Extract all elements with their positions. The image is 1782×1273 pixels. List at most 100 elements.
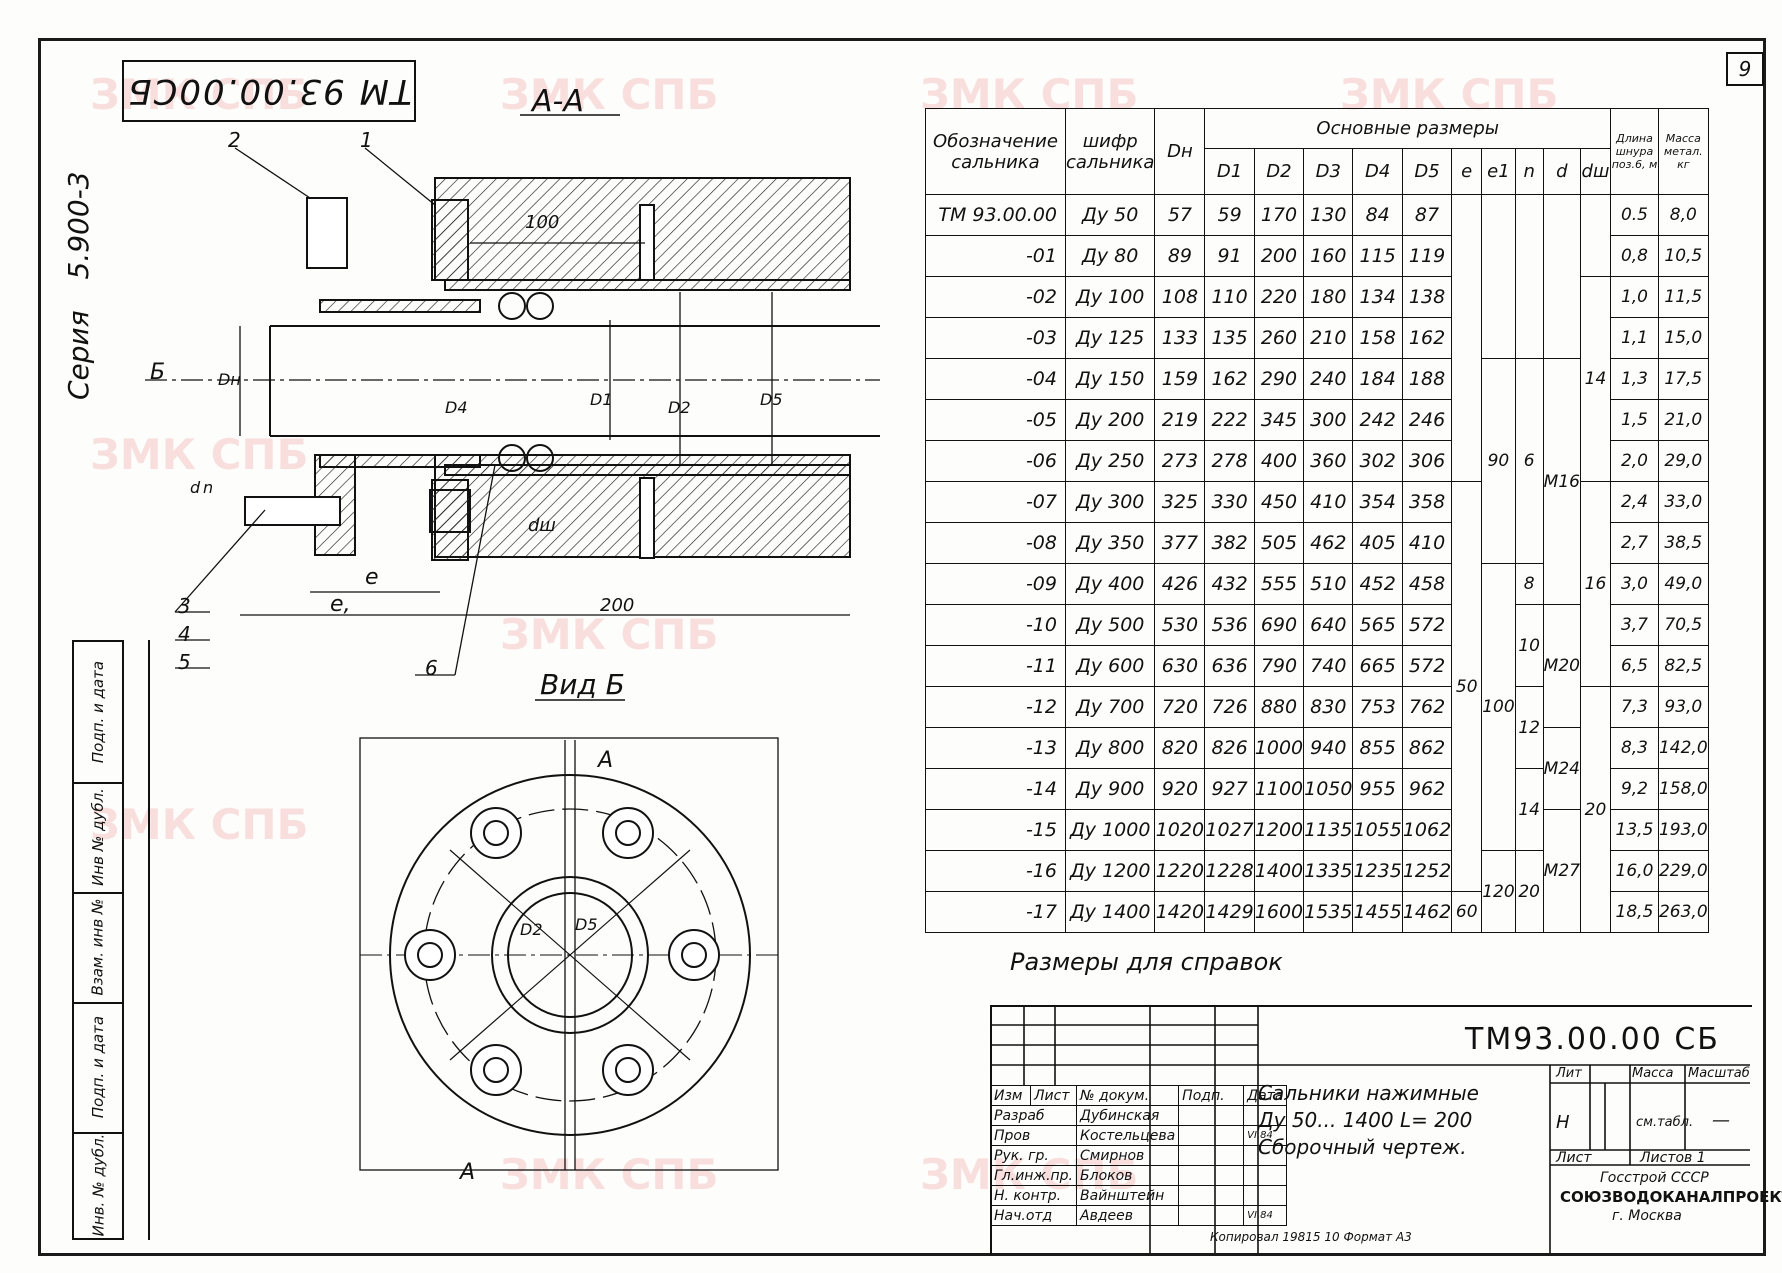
lit-value: Н bbox=[1556, 1112, 1570, 1133]
sheet-number: 9 bbox=[1726, 52, 1764, 86]
signature-row: Гл.инж.пр.Блоков bbox=[989, 1165, 1288, 1186]
cell-designation: -16 bbox=[925, 850, 1066, 892]
cell-designation: -07 bbox=[925, 481, 1066, 523]
table-cell: 89 bbox=[1154, 235, 1206, 277]
sig-date bbox=[1243, 1165, 1288, 1186]
table-cell: 820 bbox=[1154, 727, 1206, 769]
header-e: e bbox=[1451, 148, 1483, 195]
table-cell: 690 bbox=[1253, 604, 1305, 646]
callout-4: 4 bbox=[178, 622, 191, 646]
table-cell: 450 bbox=[1253, 481, 1305, 523]
table-cell: 1235 bbox=[1352, 850, 1403, 892]
view-label: Вид Б bbox=[540, 668, 625, 701]
cell-mass: 29,0 bbox=[1657, 440, 1709, 482]
merged-cell-n: 10 bbox=[1514, 604, 1544, 687]
cell-mass: 70,5 bbox=[1657, 604, 1709, 646]
cell-designation: -17 bbox=[925, 891, 1066, 933]
table-cell: 210 bbox=[1303, 317, 1354, 359]
callout-1: 1 bbox=[360, 128, 373, 152]
sig-signature bbox=[1178, 1105, 1245, 1126]
cell-mass: 93,0 bbox=[1657, 686, 1709, 728]
table-cell: 510 bbox=[1303, 563, 1354, 605]
cell-length: 0.5 bbox=[1609, 194, 1659, 236]
table-cell: 1455 bbox=[1352, 891, 1403, 933]
section-mark-a-top: A bbox=[598, 748, 614, 773]
sig-header: Подп. bbox=[1178, 1085, 1245, 1106]
dim-e1: e, bbox=[330, 592, 351, 617]
header-dn: Dн bbox=[1154, 108, 1206, 195]
table-cell: 242 bbox=[1352, 399, 1403, 441]
table-cell: 962 bbox=[1401, 768, 1453, 810]
cell-mass: 8,0 bbox=[1657, 194, 1709, 236]
cell-length: 1,5 bbox=[1609, 399, 1659, 441]
table-cell: 1050 bbox=[1303, 768, 1354, 810]
header-d3: D3 bbox=[1303, 148, 1354, 195]
table-cell: 240 bbox=[1303, 358, 1354, 400]
table-cell: 278 bbox=[1204, 440, 1255, 482]
table-cell: 302 bbox=[1352, 440, 1403, 482]
table-cell: 87 bbox=[1401, 194, 1453, 236]
cell-designation: -12 bbox=[925, 686, 1066, 728]
title-text: Сальники нажимные Ду 50... 1400 L= 200 С… bbox=[1258, 1080, 1479, 1161]
cell-designation: -01 bbox=[925, 235, 1066, 277]
sheet-label: Лист bbox=[1556, 1150, 1592, 1166]
header-dsh: dш bbox=[1579, 148, 1611, 195]
merged-cell-e bbox=[1451, 194, 1483, 482]
header-d2: D2 bbox=[1253, 148, 1305, 195]
table-cell: 565 bbox=[1352, 604, 1403, 646]
table-cell: 135 bbox=[1204, 317, 1255, 359]
sig-signature bbox=[1178, 1125, 1245, 1146]
cell-mass: 142,0 bbox=[1657, 727, 1709, 769]
table-cell: 159 bbox=[1154, 358, 1206, 400]
dim-d5: D5 bbox=[760, 390, 783, 409]
table-cell: 200 bbox=[1253, 235, 1305, 277]
table-cell: 184 bbox=[1352, 358, 1403, 400]
table-cell: 222 bbox=[1204, 399, 1255, 441]
scale-value: — bbox=[1712, 1110, 1730, 1131]
table-cell: 162 bbox=[1204, 358, 1255, 400]
sig-signature bbox=[1178, 1205, 1245, 1226]
table-cell: 1400 bbox=[1253, 850, 1305, 892]
cell-mass: 193,0 bbox=[1657, 809, 1709, 851]
cell-designation: -05 bbox=[925, 399, 1066, 441]
cell-mass: 15,0 bbox=[1657, 317, 1709, 359]
dim-n: n bbox=[203, 478, 214, 497]
view-dim-d5: D5 bbox=[575, 915, 598, 934]
table-cell: 790 bbox=[1253, 645, 1305, 687]
table-cell: 130 bbox=[1303, 194, 1354, 236]
dim-dn: Dн bbox=[218, 370, 241, 389]
table-cell: 400 bbox=[1253, 440, 1305, 482]
header-d1: D1 bbox=[1204, 148, 1255, 195]
cell-code: Ду 100 bbox=[1064, 276, 1156, 318]
mass-label: Масса bbox=[1632, 1066, 1674, 1081]
cell-designation: -15 bbox=[925, 809, 1066, 851]
table-cell: 572 bbox=[1401, 645, 1453, 687]
cell-code: Ду 1200 bbox=[1064, 850, 1156, 892]
cell-length: 2,0 bbox=[1609, 440, 1659, 482]
cell-length: 3,0 bbox=[1609, 563, 1659, 605]
cell-mass: 82,5 bbox=[1657, 645, 1709, 687]
table-cell: 462 bbox=[1303, 522, 1354, 564]
title-line-3: Сборочный чертеж. bbox=[1258, 1135, 1467, 1159]
table-cell: 1429 bbox=[1204, 891, 1255, 933]
cell-length: 3,7 bbox=[1609, 604, 1659, 646]
table-cell: 273 bbox=[1154, 440, 1206, 482]
table-cell: 572 bbox=[1401, 604, 1453, 646]
drawing-frame bbox=[38, 38, 1766, 1256]
table-cell: 57 bbox=[1154, 194, 1206, 236]
merged-cell-n bbox=[1514, 194, 1544, 359]
cell-mass: 33,0 bbox=[1657, 481, 1709, 523]
table-cell: 762 bbox=[1401, 686, 1453, 728]
table-cell: 1220 bbox=[1154, 850, 1206, 892]
cell-code: Ду 300 bbox=[1064, 481, 1156, 523]
merged-cell-n: 12 bbox=[1514, 686, 1544, 769]
cell-code: Ду 200 bbox=[1064, 399, 1156, 441]
sig-name: Вайнштейн bbox=[1076, 1185, 1180, 1206]
